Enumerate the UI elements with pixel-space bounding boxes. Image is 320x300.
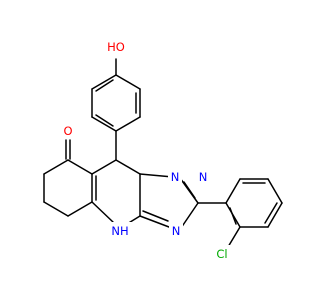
hydroxyl-label: HO	[107, 40, 125, 54]
bond	[43, 201, 69, 217]
chemical-structure: HO O NH N N N Cl	[43, 38, 283, 262]
chlorine-label: Cl	[216, 247, 227, 261]
bond	[43, 159, 69, 175]
bond	[183, 181, 196, 199]
bond	[227, 226, 241, 248]
bond	[264, 202, 278, 224]
bond	[180, 202, 199, 229]
bond	[91, 159, 117, 175]
bond	[115, 159, 141, 175]
atom-labels: HO O NH N N N Cl	[61, 38, 233, 262]
bond	[115, 74, 141, 90]
triazole-n1-label: N	[171, 170, 180, 184]
triazole-n2-label: N	[199, 170, 208, 184]
bond	[139, 173, 174, 178]
bond	[67, 159, 93, 175]
bond	[229, 207, 237, 225]
bond	[91, 116, 117, 132]
ketone-oxygen-label: O	[63, 124, 72, 138]
bond	[267, 202, 283, 228]
bond	[91, 201, 114, 223]
bonds	[43, 58, 283, 248]
bond	[225, 178, 241, 204]
bond	[95, 114, 114, 127]
nh-label: NH	[111, 224, 128, 238]
bond	[115, 116, 141, 132]
bond	[267, 178, 283, 204]
bond	[139, 215, 170, 228]
bond	[91, 74, 117, 90]
bond	[95, 79, 114, 92]
bond	[67, 201, 93, 217]
triazole-n4-label: N	[172, 224, 181, 238]
bond	[142, 210, 169, 222]
